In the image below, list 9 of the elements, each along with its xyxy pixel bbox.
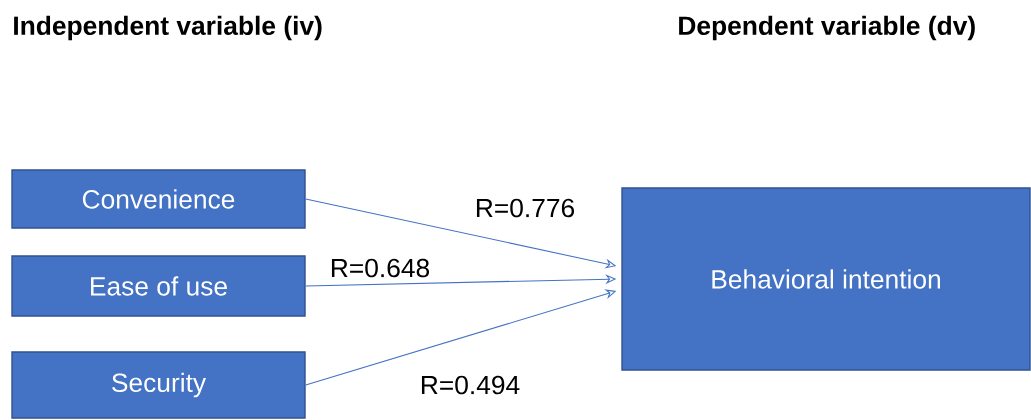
heading: Dependent variable (dv) bbox=[679, 15, 975, 41]
variable-box: Security bbox=[11, 351, 306, 419]
edge-label: R=0.776 bbox=[476, 198, 575, 218]
variable-box: Behavioral intention bbox=[621, 187, 1031, 371]
variable-box: Ease of use bbox=[11, 255, 306, 317]
edge-label: R=0.648 bbox=[331, 258, 430, 278]
heading: Independent variable (iv) bbox=[14, 15, 322, 41]
variable-box: Convenience bbox=[11, 169, 306, 229]
edge-label: R=0.494 bbox=[421, 375, 520, 395]
